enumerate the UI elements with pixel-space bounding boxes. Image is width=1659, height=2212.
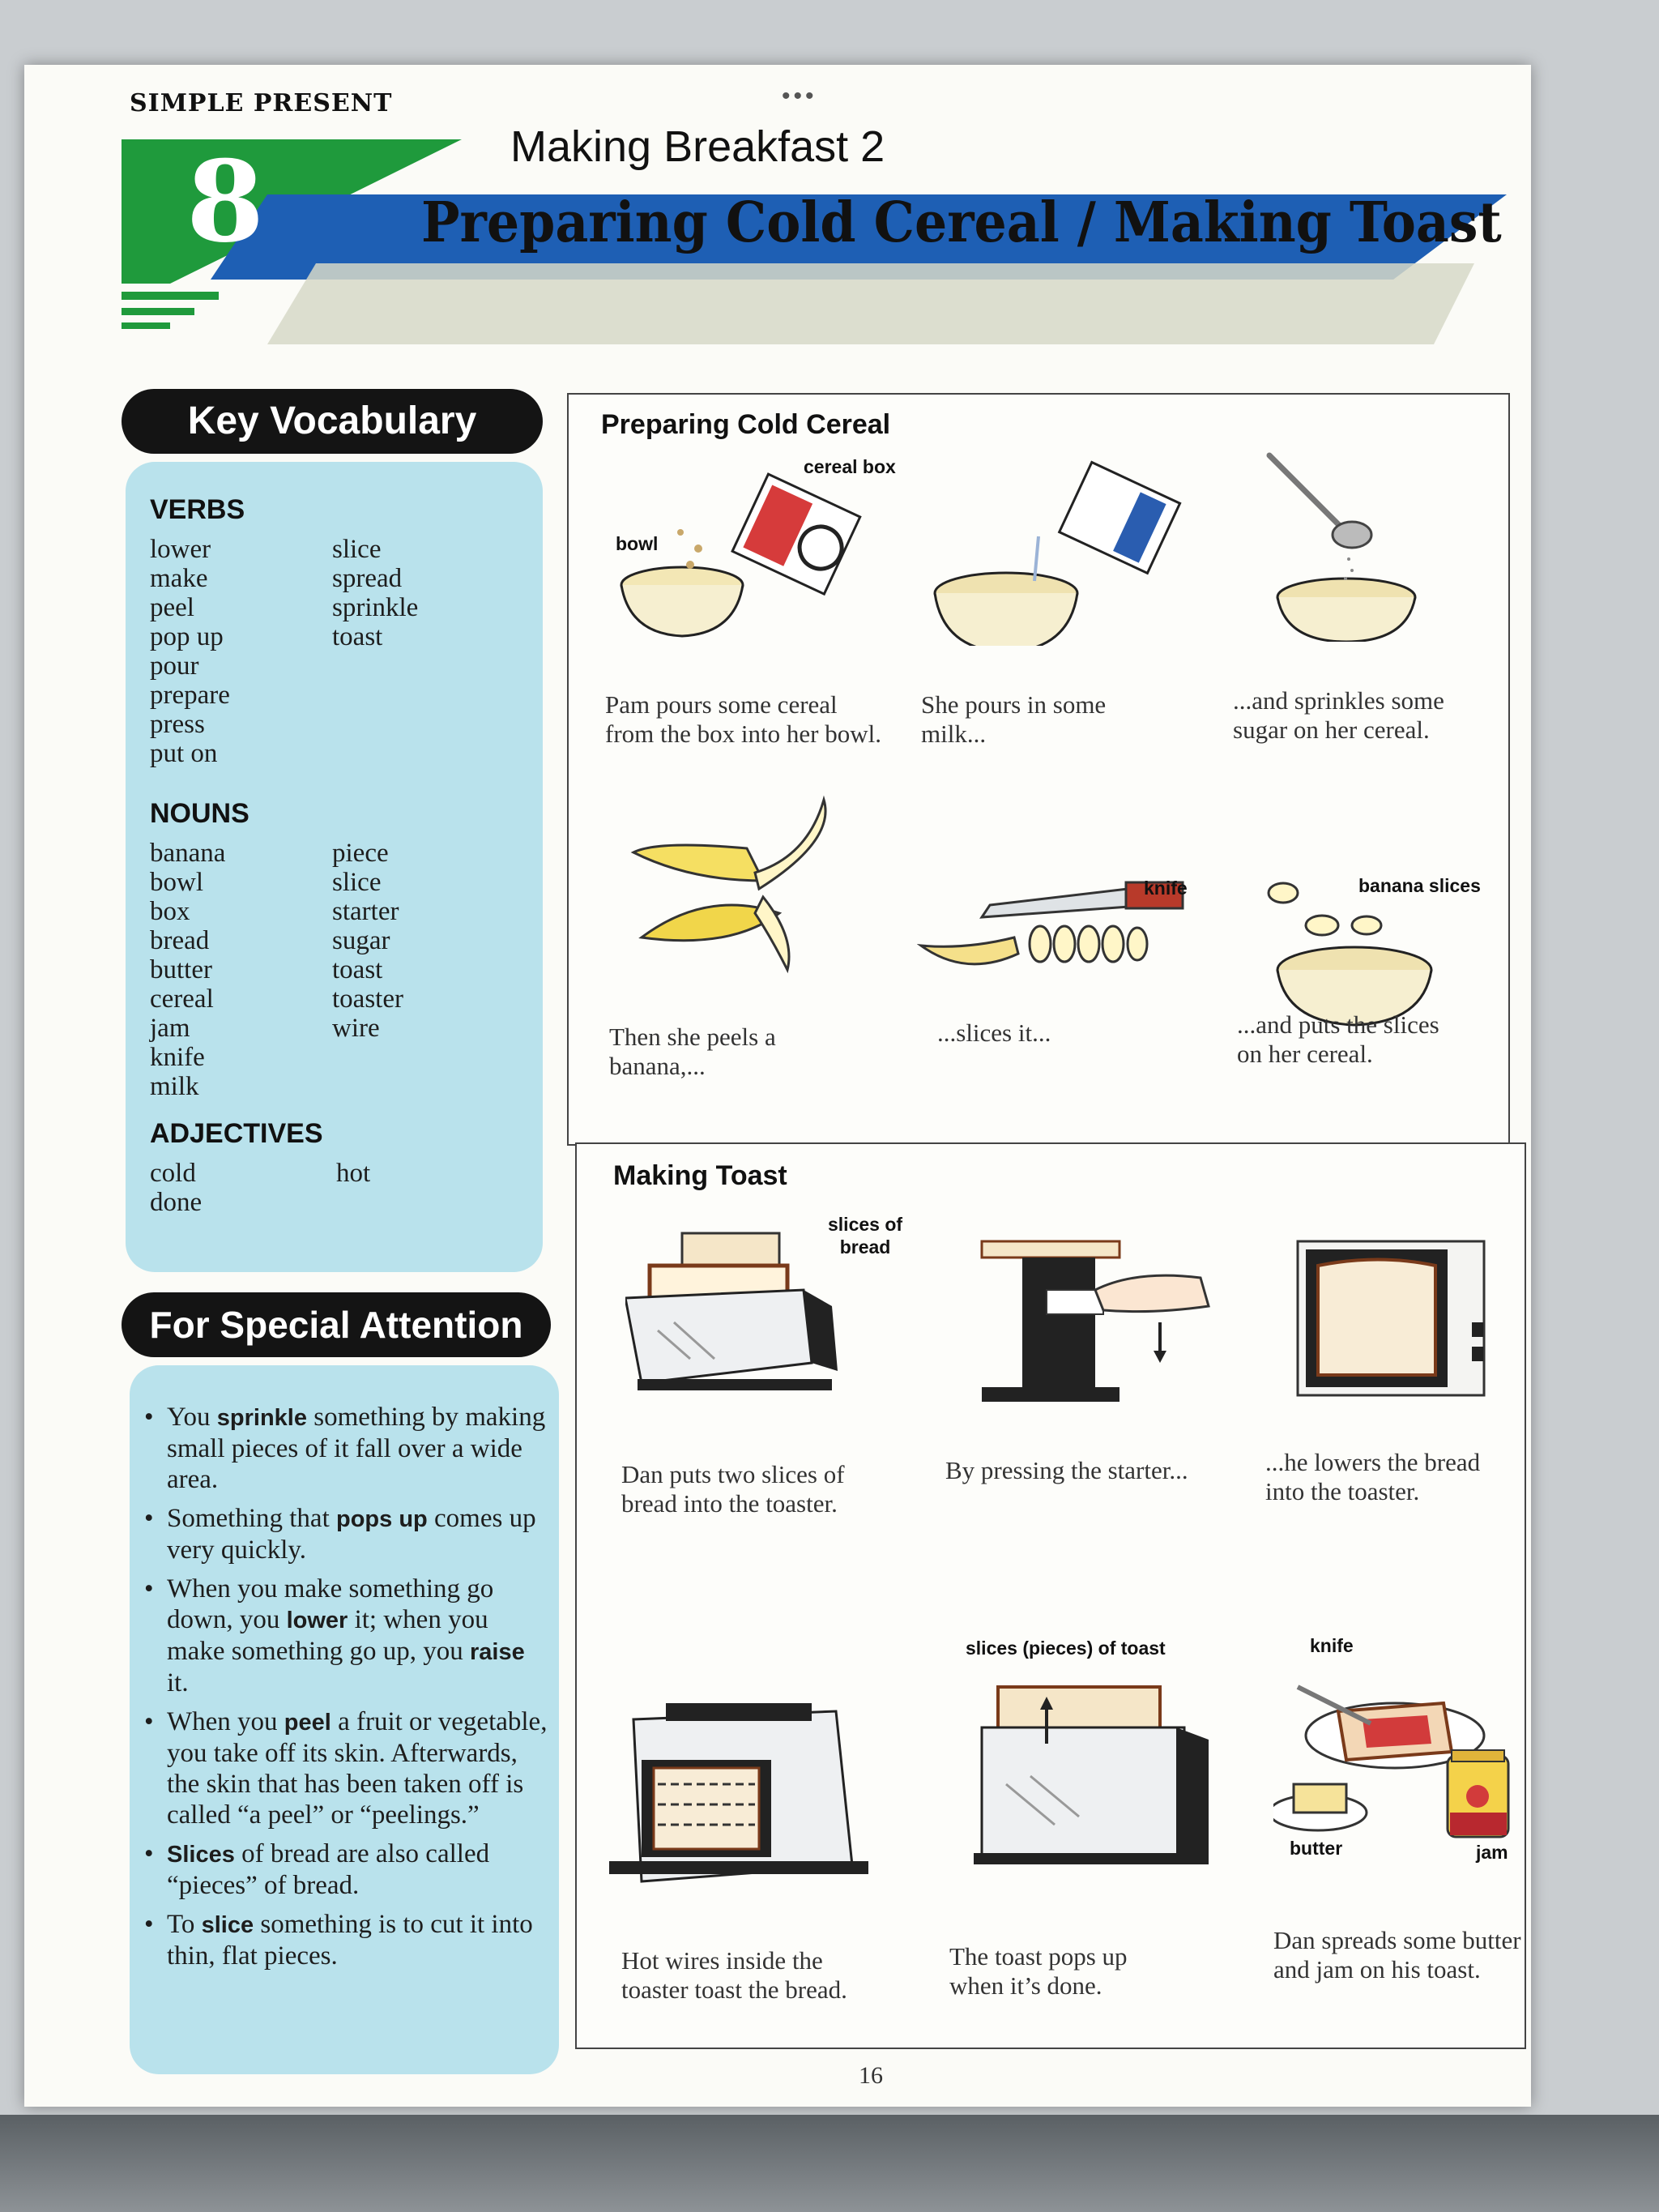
header-banner-graphic	[122, 139, 1507, 344]
label-jam: jam	[1476, 1842, 1508, 1863]
verbs-column-1: lower make peel pop up pour prepare pres…	[150, 535, 230, 768]
vocab-word: cold	[150, 1159, 196, 1188]
toaster-insert-illustration	[625, 1232, 838, 1390]
vocab-word: pour	[150, 651, 199, 681]
chapter-title: Preparing Cold Cereal / Making Toast	[421, 190, 1502, 255]
caption-cereal-5: ...slices it...	[937, 1018, 1051, 1047]
toaster-lowered-illustration	[1296, 1240, 1486, 1397]
vocab-word: banana	[150, 839, 226, 868]
banana-slices-cereal-illustration	[1267, 882, 1433, 1027]
label-bowl: bowl	[616, 533, 659, 554]
special-attention-item: •When you make something go down, you lo…	[144, 1574, 525, 1697]
vocab-word: toast	[332, 955, 383, 984]
nouns-column-2: piece slice starter sugar toast toaster …	[332, 839, 403, 1043]
vocab-word: bowl	[150, 868, 203, 897]
textbook-page: SIMPLE PRESENT ••• Making Breakfast 2 8 …	[24, 65, 1531, 2107]
toaster-pop-up-illustration	[974, 1685, 1209, 1864]
label-knife: knife	[1144, 878, 1188, 899]
vocab-word: piece	[332, 839, 389, 868]
nouns-column-1: banana bowl box bread butter cereal jam …	[150, 839, 225, 1101]
vocab-word: slice	[332, 868, 382, 897]
chapter-number: 8	[186, 135, 265, 267]
special-attention-list: •You sprinkle something by making small …	[144, 1402, 549, 1979]
vocab-word: pop up	[150, 622, 224, 651]
verbs-heading: VERBS	[150, 494, 245, 525]
special-attention-item: •Slices of bread are also called “pieces…	[144, 1839, 490, 1900]
special-attention-heading: For Special Attention	[122, 1292, 551, 1357]
vocab-word: press	[150, 710, 205, 739]
vocab-word: sprinkle	[332, 593, 419, 622]
vocab-word: lower	[150, 535, 211, 564]
key-vocabulary-box: VERBS lower make peel pop up pour prepar…	[126, 462, 543, 1272]
toaster-press-illustration	[980, 1240, 1210, 1402]
page-number: 16	[859, 2062, 883, 2089]
vocab-word: cereal	[150, 984, 214, 1014]
label-knife-toast: knife	[1310, 1635, 1354, 1656]
vocab-word: starter	[332, 897, 399, 926]
label-banana-slices: banana slices	[1358, 875, 1481, 896]
adjectives-heading: ADJECTIVES	[150, 1118, 323, 1149]
vocab-word: peel	[150, 593, 194, 622]
label-cereal-box: cereal box	[804, 456, 896, 477]
adjectives-column-2: hot	[336, 1159, 370, 1188]
special-attention-item: •You sprinkle something by making small …	[144, 1403, 546, 1494]
vocab-word: toaster	[332, 984, 403, 1014]
vocab-word: box	[150, 897, 190, 926]
vocab-word: sugar	[332, 926, 390, 955]
key-vocabulary-heading: Key Vocabulary	[122, 389, 543, 454]
cereal-box-illustration	[620, 472, 862, 638]
cereal-panel: Preparing Cold Cereal bowl cereal box	[567, 393, 1510, 1146]
vocab-word: done	[150, 1188, 203, 1217]
adjectives-column-1: cold done	[150, 1159, 202, 1217]
sugar-spoon-illustration	[1266, 452, 1417, 642]
vocab-word: bread	[150, 926, 210, 955]
toast-panel-title: Making Toast	[613, 1160, 787, 1191]
vocab-word: knife	[150, 1043, 205, 1072]
verbs-column-2: slice spread sprinkle toast	[332, 535, 418, 651]
special-attention-box: •You sprinkle something by making small …	[130, 1365, 559, 2074]
special-attention-item: •Something that pops up comes up very qu…	[144, 1504, 536, 1565]
special-attention-item: •To slice something is to cut it into th…	[144, 1910, 533, 1971]
special-attention-item: •When you peel a fruit or vegetable, you…	[144, 1707, 548, 1830]
dots-decoration: •••	[782, 83, 817, 109]
vocab-word: milk	[150, 1072, 199, 1101]
vocab-word: hot	[336, 1159, 371, 1188]
vocab-word: prepare	[150, 681, 230, 710]
label-butter: butter	[1290, 1838, 1343, 1859]
vocab-word: butter	[150, 955, 212, 984]
vocab-word: wire	[332, 1014, 380, 1043]
section-label: SIMPLE PRESENT	[130, 89, 393, 117]
toaster-hot-wires-illustration	[609, 1703, 868, 1883]
butter-jam-illustration	[1273, 1685, 1510, 1838]
nouns-heading: NOUNS	[150, 798, 249, 829]
screen-bezel	[0, 2115, 1659, 2212]
banana-illustration	[630, 795, 827, 974]
vocab-word: spread	[332, 564, 403, 593]
vocab-word: slice	[332, 535, 382, 564]
milk-illustration	[933, 460, 1182, 646]
chapter-subtitle: Making Breakfast 2	[510, 122, 885, 171]
vocab-word: toast	[332, 622, 383, 651]
vocab-word: put on	[150, 739, 218, 768]
vocab-word: make	[150, 564, 208, 593]
cereal-panel-title: Preparing Cold Cereal	[601, 409, 891, 440]
vocab-word: jam	[150, 1014, 190, 1043]
label-slices-of-toast: slices (pieces) of toast	[966, 1638, 1166, 1659]
knife-slicing-illustration	[917, 881, 1184, 966]
caption-toast-2: By pressing the starter...	[945, 1456, 1188, 1484]
